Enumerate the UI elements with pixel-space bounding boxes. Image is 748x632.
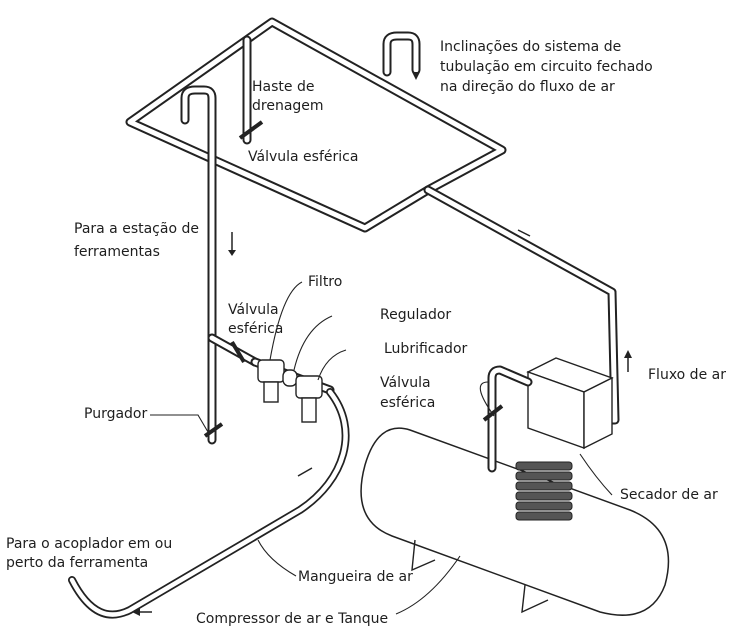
inclination-label-line2: tubulação em circuito fechado [440,59,653,75]
coupler-label-line2: perto da ferramenta [6,555,149,571]
air-dryer-box [526,357,614,450]
tank-to-dryer-pipe [482,365,533,473]
frl-unit [250,357,335,423]
compressor-tank [360,427,670,616]
air-hose-label: Mangueira de ar [298,569,413,585]
drain-trap-label: Purgador [84,406,148,422]
drain-stem-label-line1: Haste de [252,79,315,95]
filter-label: Filtro [308,274,343,290]
ball-valve-top-label: Válvula esférica [248,149,359,165]
compressor-motor [515,461,573,521]
ball-valve-right-label-line2: esférica [380,395,436,411]
regulator-label: Regulador [380,307,452,323]
ball-valve-mid-label-line2: esférica [228,321,284,337]
flow-arrows [132,229,632,616]
coupler-label-line1: Para o acoplador em ou [6,536,173,552]
tool-station-label-line2: ferramentas [74,244,160,260]
inclination-label-line3: na direção do fluxo de ar [440,79,615,95]
air-flow-label: Fluxo de ar [648,367,726,383]
inclination-label-line1: Inclinações do sistema de [440,39,622,55]
ball-valve-right-label-line1: Válvula [380,375,431,391]
lubricator-label: Lubrificador [384,341,468,357]
air-hose [68,388,350,619]
drain-stem-pipe [238,35,264,145]
tool-station-label-line1: Para a estação de [74,221,199,237]
leader-lines [150,281,613,615]
drop-to-tool-station [180,85,260,445]
drain-stem-label-line2: drenagem [252,98,324,114]
ball-valve-mid-label-line1: Válvula [228,302,279,318]
gooseneck-right [382,31,421,80]
compressor-tank-label: Compressor de ar e Tanque [196,611,389,627]
air-dryer-label: Secador de ar [620,487,718,503]
